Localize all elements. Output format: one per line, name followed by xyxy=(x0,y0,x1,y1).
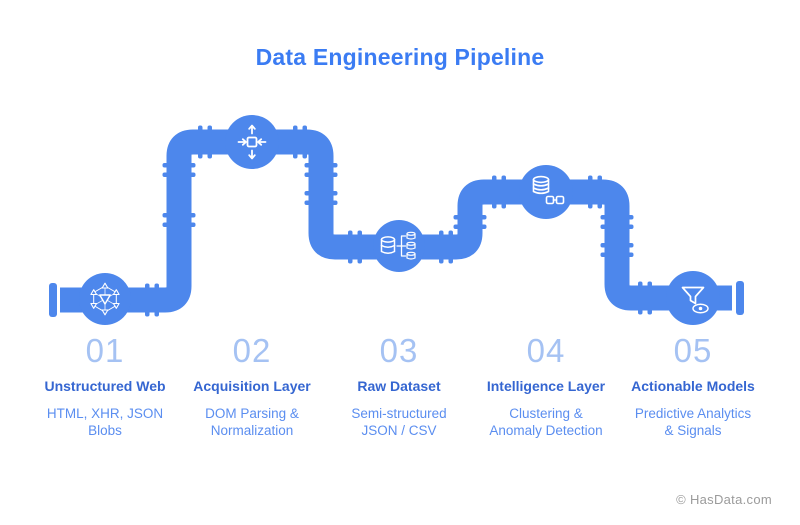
stage-column: 05 Actionable Models Predictive Analytic… xyxy=(613,334,773,439)
stage-number: 04 xyxy=(526,332,566,369)
stage-column: 03 Raw Dataset Semi-structured JSON / CS… xyxy=(319,334,479,439)
pipe-coupling xyxy=(304,163,338,177)
converge-arrows-icon xyxy=(237,124,267,160)
stage-number: 01 xyxy=(85,332,125,369)
stage-number: 05 xyxy=(673,332,713,369)
pipe-coupling xyxy=(588,175,602,209)
copyright-credit: © HasData.com xyxy=(676,492,772,507)
stage-column: 02 Acquisition Layer DOM Parsing & Norma… xyxy=(172,334,332,439)
stage-subtitle: HTML, XHR, JSON Blobs xyxy=(46,406,164,438)
stage-subtitle: Semi-structured JSON / CSV xyxy=(351,406,447,438)
stage-column: 01 Unstructured Web HTML, XHR, JSON Blob… xyxy=(25,334,185,439)
pipe-couplings-vertical xyxy=(162,163,634,257)
pipe-coupling xyxy=(600,215,634,229)
pipe-flange-left xyxy=(49,283,57,317)
stage-node-circle xyxy=(225,115,279,169)
pipe-coupling xyxy=(348,230,362,264)
stage-number: 02 xyxy=(232,332,272,369)
pipe-coupling xyxy=(162,213,196,227)
pipe-coupling xyxy=(293,125,307,159)
pipe-coupling xyxy=(439,230,453,264)
stage-title: Intelligence Layer xyxy=(486,378,606,394)
stage-subtitle: Clustering & Anomaly Detection xyxy=(489,406,603,438)
pipe-coupling xyxy=(304,191,338,205)
pipe-coupling xyxy=(453,215,487,229)
stage-title: Actionable Models xyxy=(631,378,755,394)
funnel-eye-icon xyxy=(681,286,709,314)
pipe-flange-right xyxy=(736,281,744,315)
pipe-couplings-horizontal xyxy=(145,125,652,317)
stage-title: Raw Dataset xyxy=(357,378,441,394)
pipe-coupling xyxy=(638,281,652,315)
pipe-coupling xyxy=(198,125,212,159)
stage-title: Unstructured Web xyxy=(44,378,166,394)
database-branch-icon xyxy=(380,231,416,260)
stage-title: Acquisition Layer xyxy=(193,378,311,394)
stage-subtitle: Predictive Analytics & Signals xyxy=(634,406,752,438)
pipe-coupling xyxy=(162,163,196,177)
web-graph-icon xyxy=(90,282,120,316)
pipe-coupling xyxy=(600,243,634,257)
stage-number: 03 xyxy=(379,332,419,369)
pipe-coupling xyxy=(492,175,506,209)
database-objects-icon xyxy=(532,175,565,205)
stage-column: 04 Intelligence Layer Clustering & Anoma… xyxy=(466,334,626,439)
stage-node-circle xyxy=(666,271,720,325)
page-title: Data Engineering Pipeline xyxy=(255,44,545,70)
pipe-coupling xyxy=(145,283,159,317)
stage-subtitle: DOM Parsing & Normalization xyxy=(205,406,299,438)
